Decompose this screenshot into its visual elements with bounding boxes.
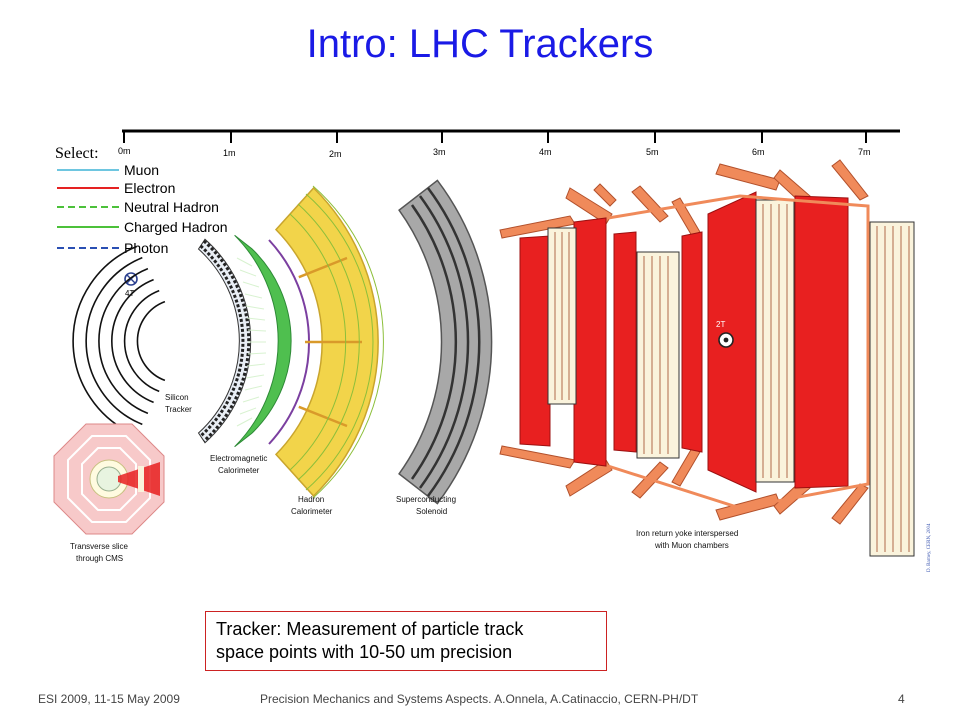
inset-label: Transverse slice <box>70 542 128 551</box>
scale-tick-label: 2m <box>329 149 342 159</box>
hcal-sector-dividers <box>298 256 362 428</box>
tracker-callout: Tracker: Measurement of particle track s… <box>205 611 607 671</box>
legend-label: Neutral Hadron <box>124 199 219 215</box>
ecal-barrel <box>234 234 292 448</box>
field-symbol-2t: 2T <box>716 320 734 348</box>
yoke-label: with Muon chambers <box>654 541 729 550</box>
callout-line: space points with 10-50 um precision <box>216 642 513 662</box>
solenoid-coils <box>410 187 481 497</box>
transverse-slice-inset <box>53 423 165 535</box>
scale-tick-label: 7m <box>858 147 871 157</box>
ecal-label: Calorimeter <box>218 466 260 475</box>
footer-authors: Precision Mechanics and Systems Aspects.… <box>260 692 699 706</box>
hcal-label: Hadron <box>298 495 324 504</box>
legend-label: Electron <box>124 180 175 196</box>
yoke-outline <box>607 194 870 510</box>
scale-tick-label: 4m <box>539 147 552 157</box>
ecal-crystals <box>236 257 267 427</box>
ecal-label: Electromagnetic <box>210 454 267 463</box>
tracker-label: Silicon <box>165 393 189 402</box>
particle-legend: Select: Muon Electron Neutral Hadron Cha… <box>55 145 228 256</box>
scale-tick-label: 5m <box>646 147 659 157</box>
solenoid-label: Superconducting <box>396 495 456 504</box>
distance-scale: 0m 1m 2m 3m 4m 5m 6m 7m <box>118 129 900 159</box>
legend-label: Muon <box>124 162 159 178</box>
scale-tick-label: 3m <box>433 147 446 157</box>
cms-slice-diagram: 0m 1m 2m 3m 4m 5m 6m 7m Select: Muon Ele… <box>53 129 932 572</box>
image-credit: D. Barney, CERN, 2004 <box>927 523 932 572</box>
field-label: 4T <box>125 289 134 298</box>
muon-chamber <box>636 251 680 459</box>
tracker-arcs <box>72 245 166 437</box>
solenoid-label: Solenoid <box>416 507 447 516</box>
scale-tick-label: 6m <box>752 147 765 157</box>
legend-label: Photon <box>124 240 168 256</box>
hcal-label: Calorimeter <box>291 507 333 516</box>
field-label: 2T <box>716 320 725 329</box>
tracker-modules <box>199 239 251 443</box>
yoke-label: Iron return yoke interspersed <box>636 529 738 538</box>
muon-chamber-ribs <box>554 204 910 552</box>
solenoid <box>398 179 493 505</box>
muon-chamber <box>755 199 795 483</box>
scale-tick-label: 1m <box>223 148 236 158</box>
legend-heading: Select: <box>55 145 99 162</box>
legend-label: Charged Hadron <box>124 219 228 235</box>
scale-tick-label: 0m <box>118 146 131 156</box>
tracker-label: Tracker <box>165 405 192 414</box>
hcal-scintillator-lines <box>289 185 384 499</box>
slide-title: Intro: LHC Trackers <box>306 22 654 66</box>
footer-event: ESI 2009, 11-15 May 2009 <box>38 692 180 706</box>
page-number: 4 <box>898 692 905 706</box>
callout-line: Tracker: Measurement of particle track <box>216 619 524 639</box>
inset-label: through CMS <box>76 554 123 563</box>
